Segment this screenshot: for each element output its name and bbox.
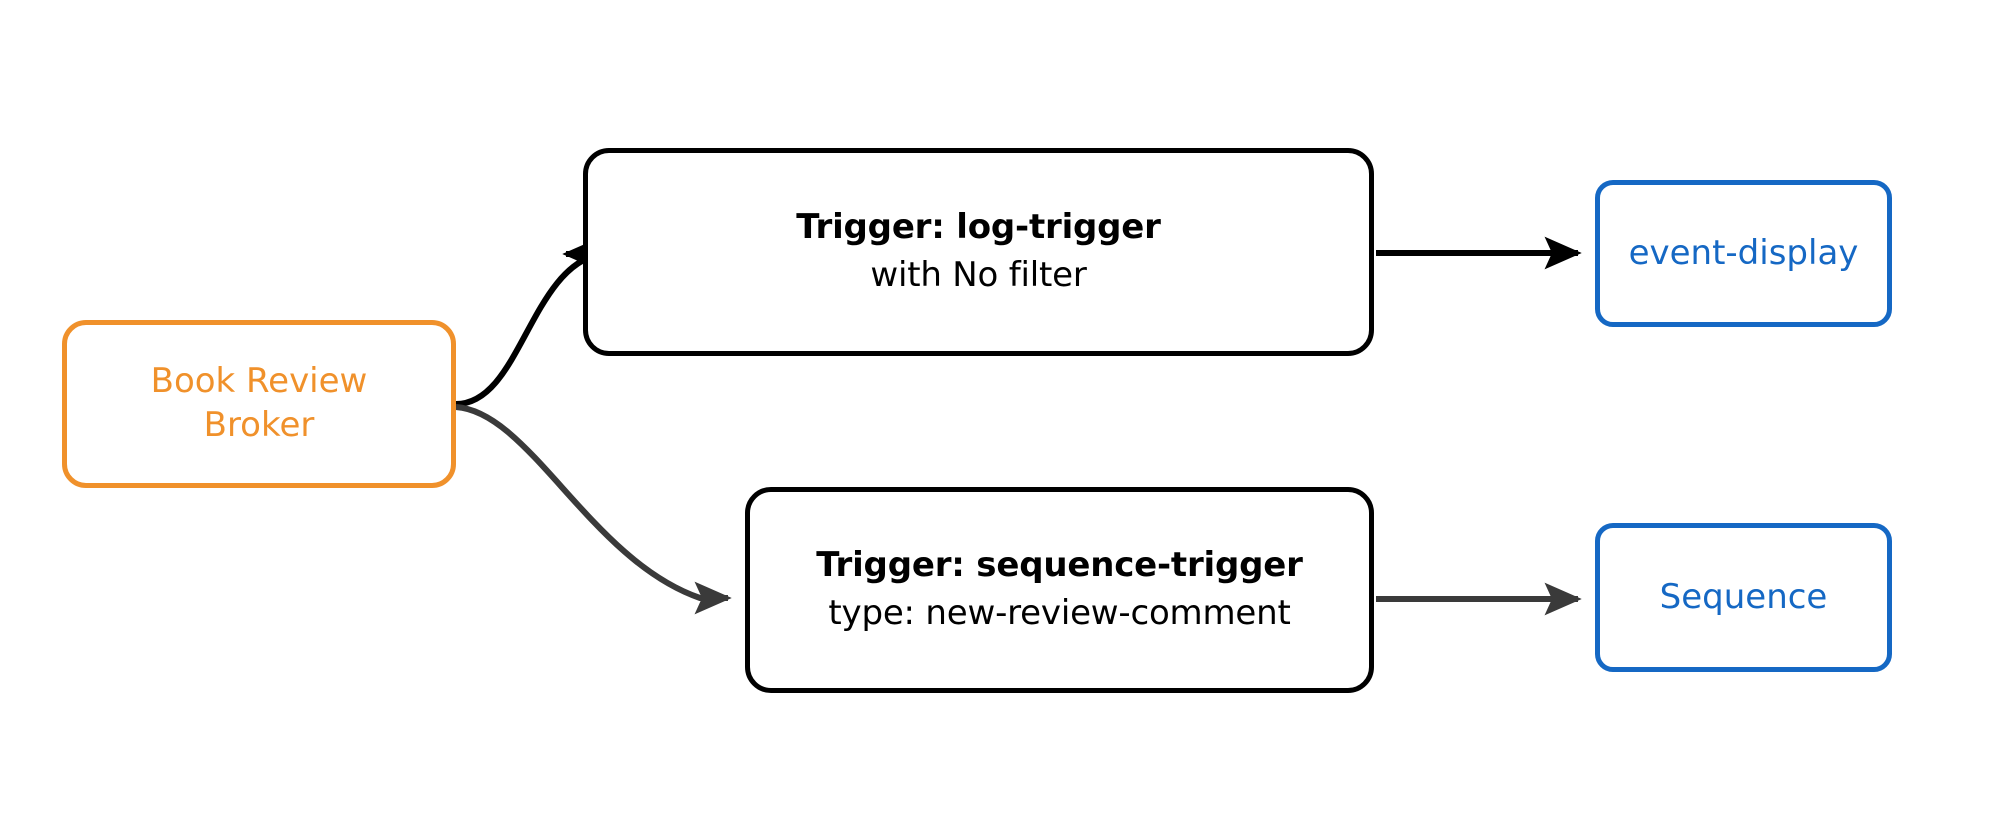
sink-node-event-display[interactable]: event-display [1595, 180, 1892, 327]
broker-node-book-review-broker[interactable]: Book Review Broker [62, 320, 456, 488]
sink-label-sequence: Sequence [1659, 576, 1828, 617]
edge-broker-to-sequence-trigger [455, 404, 732, 615]
trigger-subtitle-sequence-trigger: type: new-review-comment [828, 593, 1291, 633]
broker-label-line-1: Book Review [150, 361, 368, 402]
trigger-node-sequence-trigger[interactable]: Trigger: sequence-trigger type: new-revi… [745, 487, 1374, 693]
trigger-title-log-trigger: Trigger: log-trigger [796, 207, 1161, 248]
sink-label-event-display: event-display [1628, 232, 1859, 273]
trigger-node-log-trigger[interactable]: Trigger: log-trigger with No filter [583, 148, 1374, 356]
sink-node-sequence[interactable]: Sequence [1595, 523, 1892, 672]
broker-label-line-2: Broker [203, 405, 315, 445]
trigger-subtitle-log-trigger: with No filter [870, 255, 1087, 295]
edge-broker-to-log-trigger [455, 237, 601, 407]
trigger-title-sequence-trigger: Trigger: sequence-trigger [816, 545, 1303, 586]
